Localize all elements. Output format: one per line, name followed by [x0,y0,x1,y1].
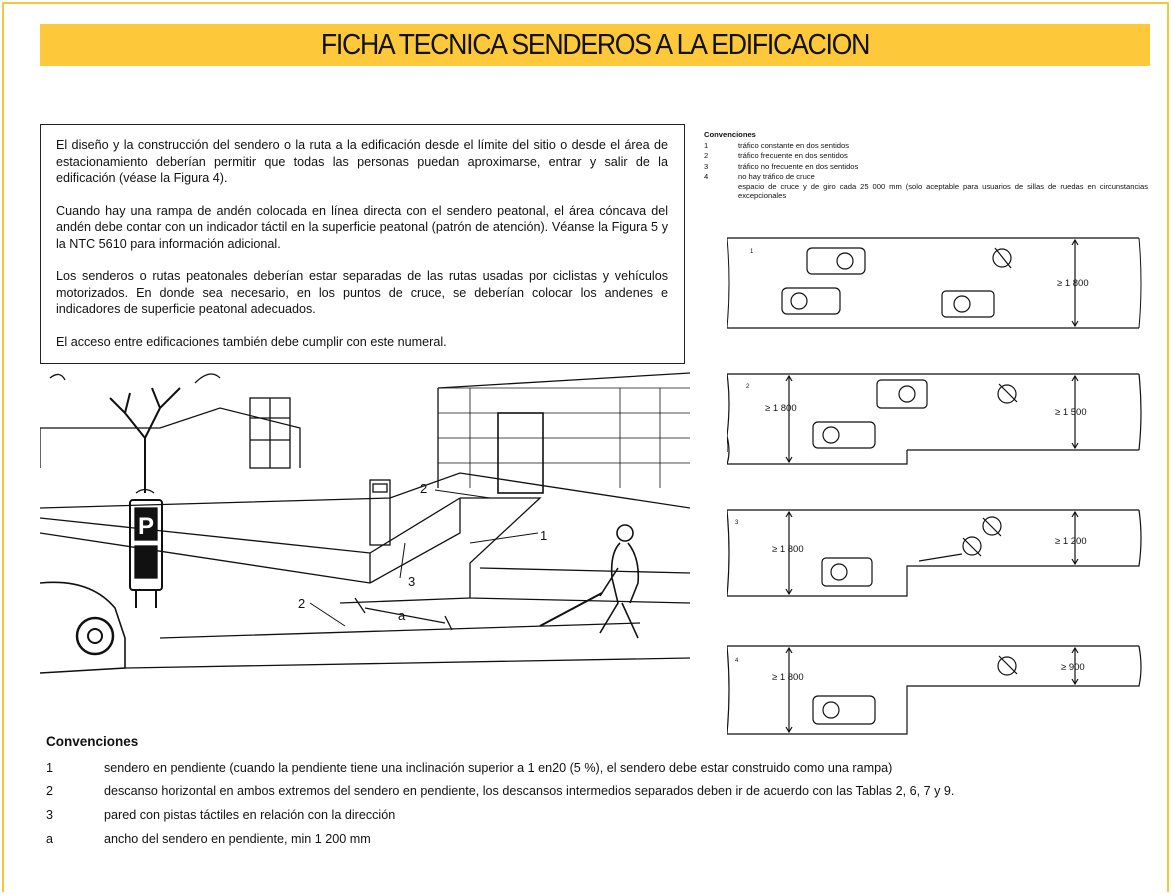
wheelchair-user-icon [812,695,876,725]
diagram-number: 3 [735,520,739,526]
pedestrian-icon [982,516,1002,537]
figure-conventions-heading: Convenciones [46,734,139,749]
page-title: FICHA TECNICA SENDEROS A LA EDIFICACION [320,28,871,61]
parking-sign [129,499,163,608]
traffic-conventions: Convenciones 1 tráfico constante en dos … [704,130,1148,200]
corridor-diagram-2: 2 ≥ 1 800 ≥ 1 500 [727,373,1142,465]
dimension-label: ≥ 1 800 [1057,278,1089,289]
ramp-platform [40,472,690,604]
pedestrian-icon [992,247,1012,269]
tree [49,373,221,494]
turning-space-note: espacio de cruce y de giro cada 25 000 m… [738,181,1148,200]
intro-paragraph-4: El acceso entre edificaciones también de… [56,334,447,349]
pedestrian-icon [997,655,1018,676]
building-right [437,372,690,494]
wheelchair-user-icon [821,557,873,587]
title-bar: FICHA TECNICA SENDEROS A LA EDIFICACION [40,24,1150,66]
diagram-number: 2 [746,384,750,390]
corridor-diagram-1: 1 ≥ 1 800 [727,237,1142,329]
corridor-diagram-3: 3 ≥ 1 800 ≥ 1 200 [727,509,1142,597]
wheelchair-user-icon [812,421,876,449]
intro-paragraph-1: El diseño y la construcción del sendero … [56,138,668,185]
dimension-label: ≥ 1 200 [1055,536,1087,547]
callout-label-1: 1 [540,528,547,543]
diagram-number: 4 [735,658,739,664]
wheelchair-user-icon [781,287,841,315]
callout-label-a: a [398,608,406,623]
parking-sign-letter: P [138,513,154,540]
pedestrian-icon [997,383,1018,404]
traffic-conventions-heading: Convenciones [704,130,756,139]
corridor-diagram-4: 4 ≥ 1 800 ≥ 900 [727,645,1142,735]
intro-paragraph-2: Cuando hay una rampa de andén colocada e… [56,203,668,251]
intro-text-box: El diseño y la construcción del sendero … [40,124,685,364]
intro-paragraph-3: Los senderos o rutas peatonales deberían… [56,269,668,316]
dimension-label: ≥ 1 800 [765,403,797,414]
callout-label-2-bottom: 2 [298,596,305,611]
list-item: 2 tráfico frecuente en dos sentidos [704,151,848,161]
dimension-label: ≥ 900 [1061,662,1085,673]
wheelchair-user-icon [941,290,995,318]
dimension-label: ≥ 1 800 [772,544,804,555]
list-item: a ancho del sendero en pendiente, min 1 … [46,831,371,846]
wheelchair-user-icon [876,379,928,409]
building-left [40,397,301,469]
width-dimension [354,597,453,631]
list-item: 2 descanso horizontal en ambos extremos … [46,784,955,799]
pedestrian-icon [918,536,982,562]
wheelchair-user-icon [806,247,866,275]
callout-label-2-top: 2 [420,481,427,496]
list-item: 3 tráfico no frecuente en dos sentidos [704,161,859,171]
dimension-label: ≥ 1 800 [772,672,804,683]
list-item: 4 no hay tráfico de cruce [704,172,815,182]
list-item: 1 tráfico constante en dos sentidos [704,140,850,150]
callout-label-3: 3 [408,574,415,589]
diagram-number: 1 [750,249,754,255]
list-item: 1 sendero en pendiente (cuando la pendie… [46,760,893,775]
list-item: 3 pared con pistas táctiles en relación … [46,807,396,822]
car [40,581,126,674]
dimension-label: ≥ 1 500 [1055,407,1087,418]
figure-conventions: Convenciones 1 sendero en pendiente (cua… [46,734,954,850]
pedestrian-with-cane [539,524,640,639]
building-approach-illustration: P 1 2 2 3 a [40,372,690,674]
